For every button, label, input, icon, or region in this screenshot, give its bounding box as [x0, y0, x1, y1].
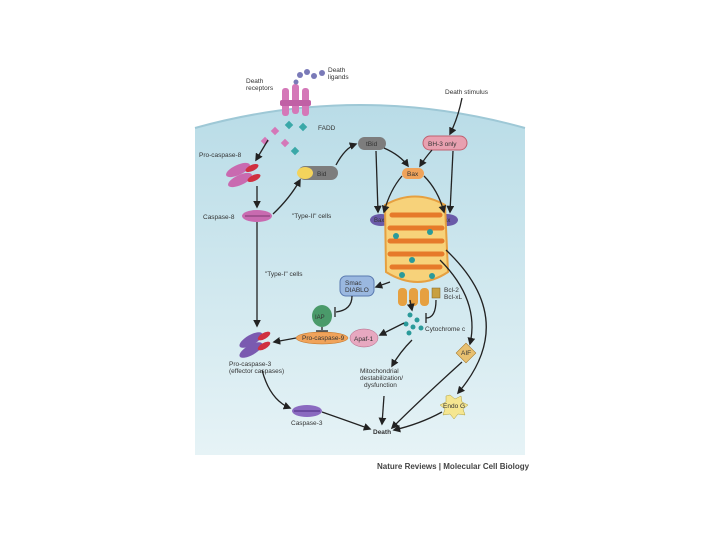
endo-g-label: Endo G — [443, 403, 465, 410]
fadd-label: FADD — [318, 125, 336, 132]
bid-label: Bid — [317, 171, 327, 178]
bax-left-label: Bax — [374, 218, 384, 224]
bcl2-label: Bcl-2 Bcl-xL — [444, 287, 462, 301]
bax-mid-label: Bax — [407, 171, 419, 178]
apaf-1-label: Apaf-1 — [354, 336, 374, 343]
caspase-3-label: Caspase-3 — [291, 420, 323, 427]
death-ligands-label: Death ligands — [328, 67, 349, 81]
tbid-label: tBid — [366, 141, 378, 148]
aif-label: AIF — [461, 350, 471, 357]
caspase-3-shape — [292, 405, 322, 417]
figure-credit: Nature Reviews | Molecular Cell Biology — [377, 462, 529, 471]
cytochrome-c-label: Cytochrome c — [425, 326, 466, 333]
caspase-8-label: Caspase-8 — [203, 214, 235, 221]
bh3-only-label: BH-3 only — [428, 141, 457, 148]
bcl2-shape — [432, 288, 440, 298]
type-ii-cells-label: "Type-II" cells — [292, 213, 332, 220]
pro-caspase-8-label: Pro-caspase-8 — [199, 152, 242, 159]
death-label: Death — [373, 429, 391, 436]
iap-label: IAP — [315, 315, 325, 321]
death-stimulus-label: Death stimulus — [445, 89, 489, 96]
type-i-cells-label: "Type-I" cells — [265, 271, 303, 278]
pro-caspase-9-label: Pro-caspase-9 — [302, 335, 345, 342]
caspase-8-shape — [242, 210, 272, 222]
